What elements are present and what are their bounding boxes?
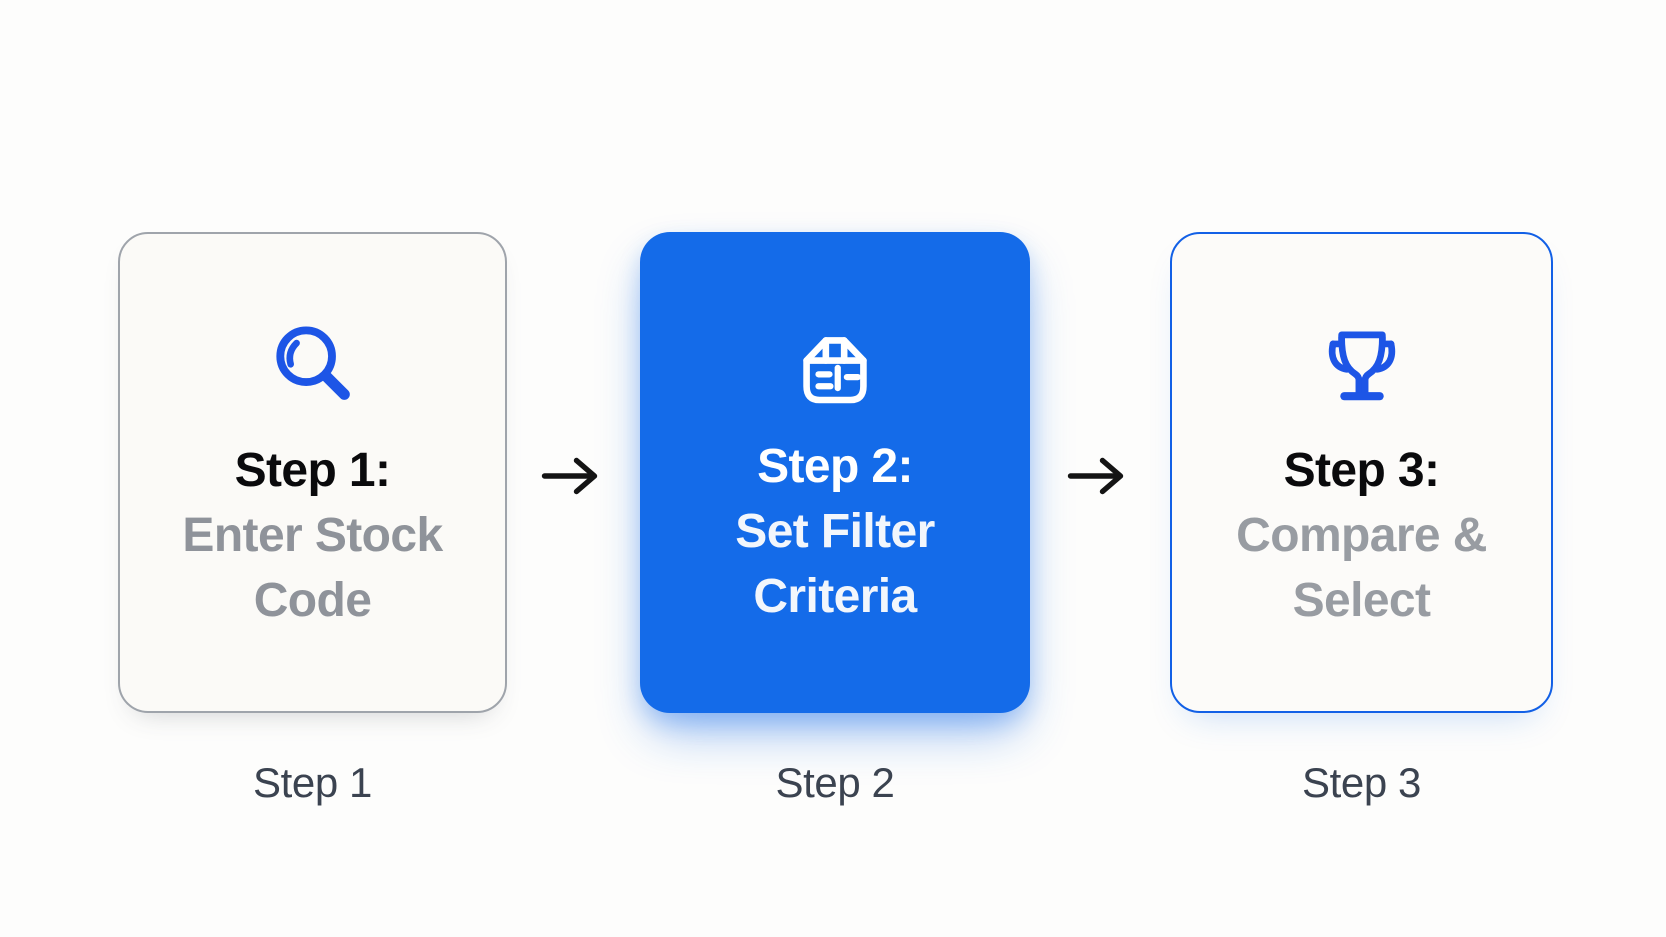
step-card-2-active: Step 2: Set Filter Criteria [640, 232, 1030, 713]
step-1-icon-wrap [266, 318, 360, 416]
step-3-caption: Step 3 [1301, 759, 1422, 806]
step-2-text: Step 2: Set Filter Criteria [663, 434, 1007, 629]
step-2-subtitle: Set Filter Criteria [735, 505, 935, 623]
trophy-icon [1328, 331, 1395, 401]
step-3-subtitle: Compare & Select [1236, 509, 1487, 627]
filter-document-icon [803, 337, 867, 404]
arrow-right-icon [541, 457, 598, 495]
step-1-subtitle: Enter Stock Code [182, 509, 443, 627]
step-card-1: Step 1: Enter Stock Code [118, 232, 507, 713]
search-icon [275, 326, 350, 400]
step-2-caption: Step 2 [775, 759, 895, 806]
step-card-3: Step 3: Compare & Select [1170, 232, 1553, 713]
step-3-title: Step 3: [1283, 444, 1440, 497]
arrow-right-icon [1067, 457, 1124, 495]
step-3-icon-wrap [1315, 318, 1409, 416]
step-2-title: Step 2: [757, 440, 913, 493]
step-2-icon-wrap [791, 322, 879, 412]
step-1-text: Step 1: Enter Stock Code [141, 438, 485, 633]
step-1-caption: Step 1 [252, 759, 373, 806]
step-1-title: Step 1: [234, 444, 391, 497]
step-3-text: Step 3: Compare & Select [1190, 438, 1534, 633]
